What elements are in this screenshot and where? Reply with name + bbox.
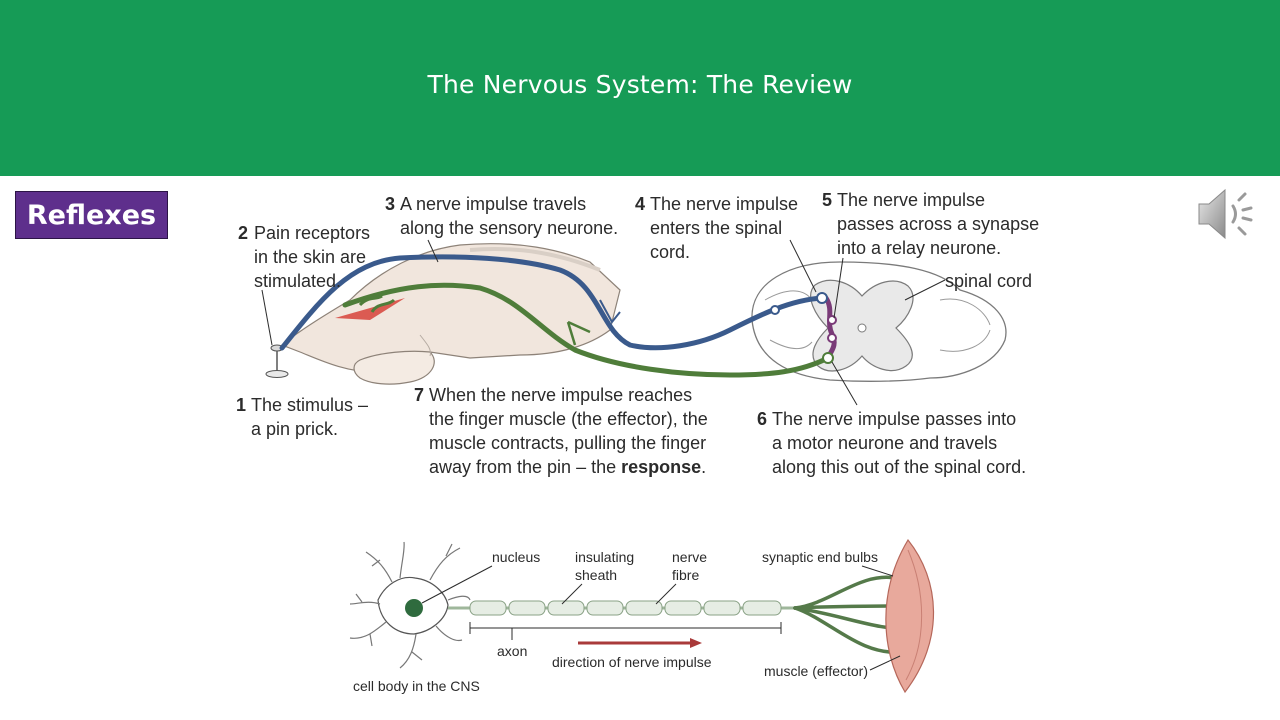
speaker-icon[interactable] <box>1195 184 1261 244</box>
svg-text:a pin prick.: a pin prick. <box>251 419 338 439</box>
step-4-label: 4 The nerve impulse enters the spinal co… <box>635 194 798 262</box>
muscle-effector <box>885 538 935 694</box>
svg-text:When the nerve impulse reaches: When the nerve impulse reaches <box>429 385 692 405</box>
pin-illustration <box>265 344 289 378</box>
svg-text:stimulated.: stimulated. <box>254 271 341 291</box>
step-3-label: 3 A nerve impulse travels along the sens… <box>385 194 618 238</box>
svg-text:A nerve impulse travels: A nerve impulse travels <box>400 194 586 214</box>
svg-text:into a relay neurone.: into a relay neurone. <box>837 238 1001 258</box>
svg-text:The nerve impulse passes into: The nerve impulse passes into <box>772 409 1016 429</box>
label-nucleus: nucleus <box>492 549 540 565</box>
axon-bracket <box>469 622 782 640</box>
svg-text:The nerve impulse: The nerve impulse <box>837 190 985 210</box>
svg-text:3: 3 <box>385 194 395 214</box>
svg-text:The nerve impulse: The nerve impulse <box>650 194 798 214</box>
svg-text:4: 4 <box>635 194 645 214</box>
slide-title: The Nervous System: The Review <box>427 70 853 99</box>
spinal-cord-label: spinal cord <box>945 271 1032 291</box>
svg-text:in the skin are: in the skin are <box>254 247 366 267</box>
step-6-label: 6 The nerve impulse passes into a motor … <box>757 409 1026 477</box>
svg-text:1: 1 <box>236 395 246 415</box>
svg-text:enters the spinal: enters the spinal <box>650 218 782 238</box>
label-direction: direction of nerve impulse <box>552 654 712 670</box>
step-1-label: 1 The stimulus – a pin prick. <box>236 395 368 439</box>
svg-text:passes across a synapse: passes across a synapse <box>837 214 1039 234</box>
svg-text:5: 5 <box>822 190 832 210</box>
label-sheath: sheath <box>575 567 617 583</box>
step-5-label: 5 The nerve impulse passes across a syna… <box>822 190 1039 258</box>
step-2-label: 2 Pain receptors in the skin are stimula… <box>238 223 370 291</box>
svg-text:Pain receptors: Pain receptors <box>254 223 370 243</box>
label-nerve: nerve <box>672 549 707 565</box>
label-cell-body: cell body in the CNS <box>353 678 480 694</box>
label-insulating: insulating <box>575 549 634 565</box>
label-synaptic-end-bulbs: synaptic end bulbs <box>762 549 878 565</box>
sensory-neurone <box>279 254 825 351</box>
cell-body <box>349 541 471 669</box>
hand-illustration <box>280 243 621 385</box>
svg-text:6: 6 <box>757 409 767 429</box>
svg-text:cord.: cord. <box>650 242 690 262</box>
motor-neurone <box>342 282 831 378</box>
svg-text:7: 7 <box>414 385 424 405</box>
svg-text:along the sensory neurone.: along the sensory neurone. <box>400 218 618 238</box>
svg-text:muscle contracts, pulling the: muscle contracts, pulling the finger <box>429 433 706 453</box>
section-label-reflexes: Reflexes <box>15 191 168 239</box>
svg-text:along this out of the spinal c: along this out of the spinal cord. <box>772 457 1026 477</box>
label-muscle: muscle (effector) <box>764 663 868 679</box>
direction-arrow <box>578 638 702 648</box>
svg-text:a motor neurone and travels: a motor neurone and travels <box>772 433 997 453</box>
step-2-number: 2 <box>238 223 248 243</box>
svg-text:the finger muscle (the effecto: the finger muscle (the effector), the <box>429 409 708 429</box>
slide-header: The Nervous System: The Review <box>0 0 1280 176</box>
label-fibre: fibre <box>672 567 699 583</box>
svg-text:away from the pin – the respon: away from the pin – the response. <box>429 457 706 477</box>
neurone-leader-lines <box>421 565 901 671</box>
label-axon: axon <box>497 643 527 659</box>
leader-lines <box>261 239 946 406</box>
svg-text:The stimulus –: The stimulus – <box>251 395 368 415</box>
step-7-label: 7 When the nerve impulse reaches the fin… <box>414 385 708 477</box>
